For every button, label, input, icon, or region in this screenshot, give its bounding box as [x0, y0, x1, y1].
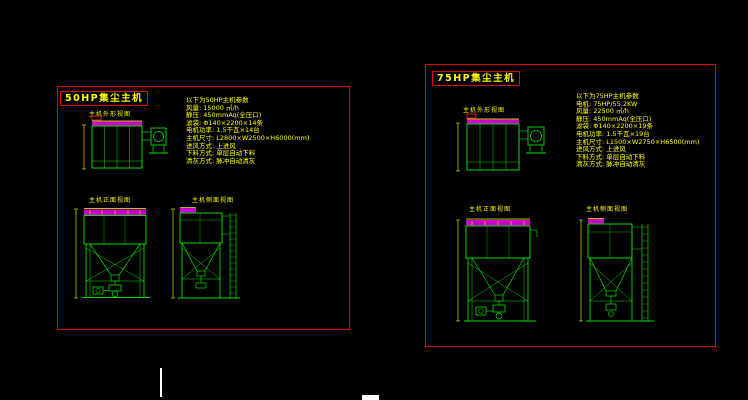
params-title: 以下为75HP主机参数: [576, 92, 639, 100]
param-line: 滤袋: Φ140×2200×19条: [576, 122, 653, 131]
front-view-drawing-75hp: [456, 218, 538, 322]
canvas-stray-marker: [362, 395, 379, 400]
param-line: 清灰方式: 脉冲自动清灰: [576, 160, 646, 169]
param-line: 进风方式: 上进风: [186, 141, 236, 150]
drawing-frame-50hp: 50HP集尘主机 主机外形视图 以下为50HP主机参数 风量: 15000 ㎥/…: [57, 86, 350, 330]
view-label-side-75hp: 主机侧面视图: [586, 206, 629, 213]
param-line: 下料方式: 单层自动下料: [186, 149, 256, 158]
view-label-front-50hp: 主机正面视图: [89, 197, 132, 204]
panel-title-75hp: 75HP集尘主机: [432, 71, 521, 86]
params-block-50hp: 以下为50HP主机参数 风量: 15000 ㎥/h 静压: 450mmAq(全压…: [186, 96, 310, 165]
params-block-75hp: 以下为75HP主机参数 电机: 75HP/55.2KW 风量: 22500 ㎥/…: [576, 92, 700, 169]
side-view-drawing-75hp: [579, 218, 654, 322]
view-label-side-50hp: 主机侧面视图: [192, 197, 235, 204]
param-line: 主机尺寸: L1500×W2750×H6500(mm): [576, 137, 700, 146]
view-label-top-75hp: 主机外形视图: [463, 107, 506, 114]
param-line: 清灰方式: 脉冲自动清灰: [186, 156, 256, 165]
param-line: 电机: 75HP/55.2KW: [576, 99, 638, 108]
param-line: 滤袋: Φ140×2200×14条: [186, 118, 263, 127]
top-view-drawing-75hp: [456, 113, 546, 172]
param-line: 静压: 450mmAq(全压口): [576, 114, 652, 123]
front-view-drawing-50hp: [74, 208, 150, 299]
top-view-drawing-50hp: [82, 115, 168, 170]
canvas-stray-line: [160, 368, 162, 397]
param-line: 电机功率: 1.5千瓦×14台: [186, 126, 260, 135]
param-line: 进风方式: 上进风: [576, 145, 626, 154]
param-line: 下料方式: 单层自动下料: [576, 152, 646, 161]
param-line: 主机尺寸: L2800×W2500×H6000(mm): [186, 133, 310, 142]
params-title: 以下为50HP主机参数: [186, 96, 249, 104]
param-line: 风量: 22500 ㎥/h: [576, 107, 629, 116]
view-label-top-50hp: 主机外形视图: [89, 111, 132, 118]
view-label-front-75hp: 主机正面视图: [469, 206, 512, 213]
panel-title-50hp: 50HP集尘主机: [60, 91, 149, 106]
drawing-frame-75hp: 75HP集尘主机 主机外形视图 以下为75HP主机参数 电机: 75HP/55.…: [425, 64, 716, 347]
param-line: 静压: 450mmAq(全压口): [186, 111, 262, 120]
param-line: 风量: 15000 ㎥/h: [186, 103, 239, 112]
side-view-drawing-50hp: [171, 207, 240, 299]
param-line: 电机功率: 1.5千瓦×19台: [576, 129, 650, 138]
